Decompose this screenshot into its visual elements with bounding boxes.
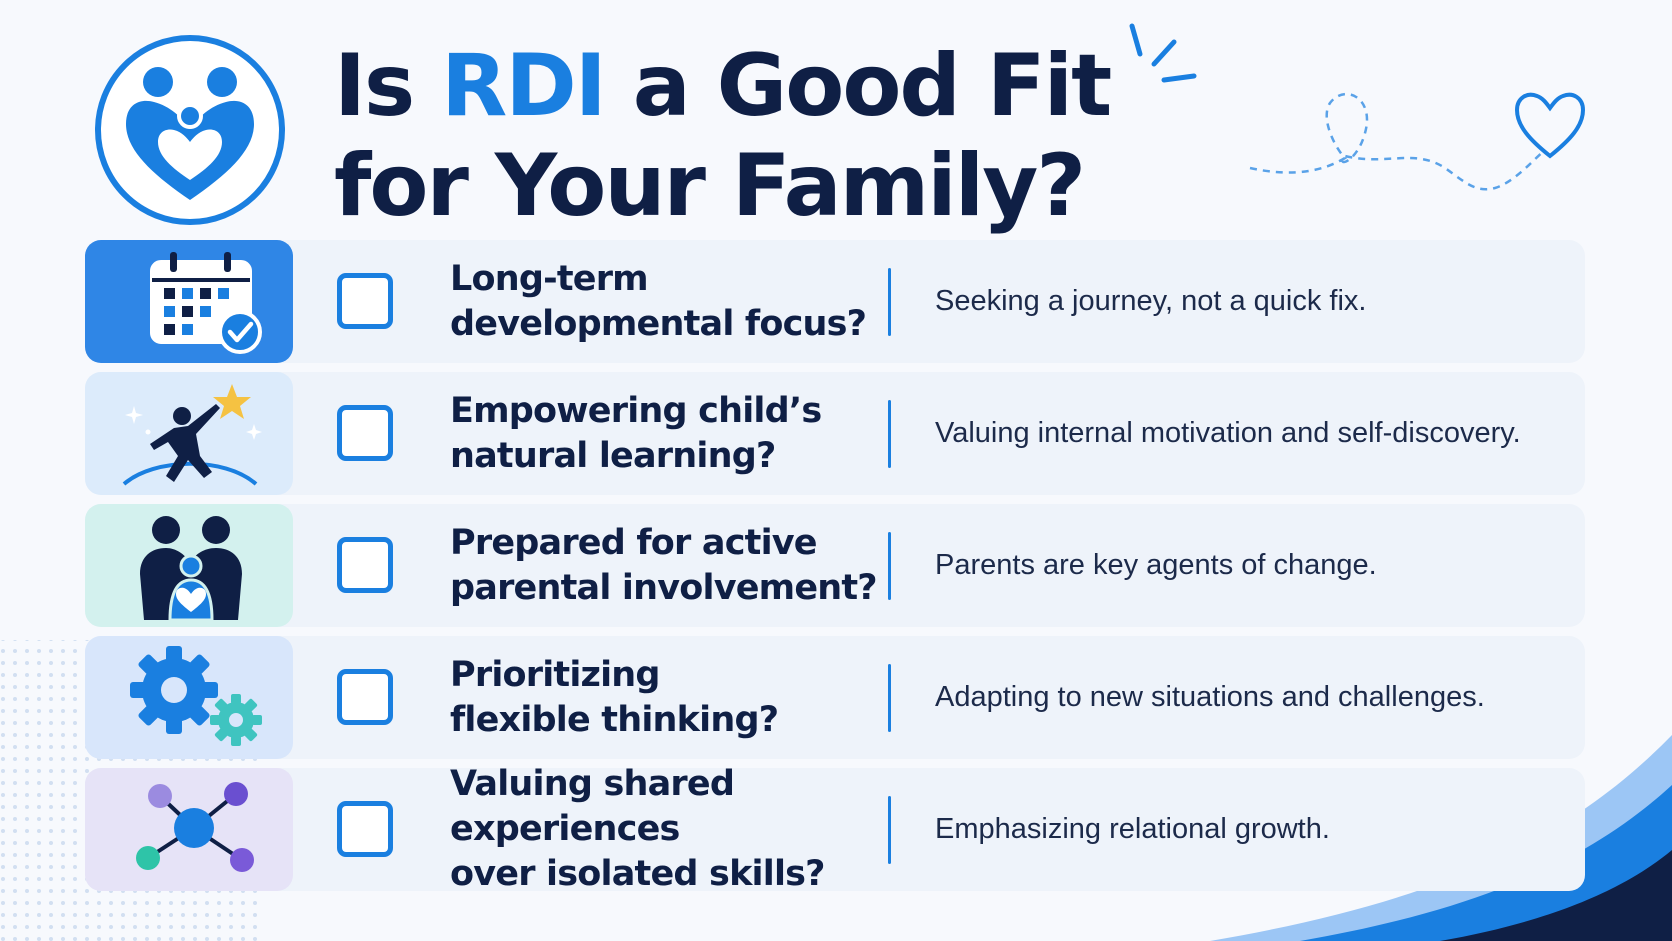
- question-text: Valuing shared experiences over isolated…: [450, 764, 825, 894]
- question-text: Empowering child’s natural learning?: [450, 390, 822, 476]
- checklist-row: Long-term developmental focus? Seeking a…: [85, 240, 1585, 363]
- divider: [888, 268, 891, 336]
- parents-child-heart-icon: [85, 504, 293, 627]
- dashed-heart-doodle-icon: [1249, 92, 1586, 191]
- checklist-row: Empowering child’s natural learning? Val…: [85, 372, 1585, 495]
- title-accent: RDI: [441, 36, 607, 136]
- checklist-row: Valuing shared experiences over isolated…: [85, 764, 1585, 894]
- divider: [888, 400, 891, 468]
- reach-for-star-icon: [85, 372, 293, 495]
- title-line2: for Your Family?: [334, 136, 1086, 236]
- sparkle-lines-icon: [1129, 23, 1197, 83]
- checkbox[interactable]: [337, 537, 393, 593]
- title-part2: a Good Fit: [604, 36, 1113, 136]
- question-text: Prepared for active parental involvement…: [450, 522, 878, 608]
- question-text: Prioritizing flexible thinking?: [450, 654, 779, 740]
- checklist-row: Prioritizing flexible thinking? Adapting…: [85, 636, 1585, 759]
- checklist-row: Prepared for active parental involvement…: [85, 504, 1585, 627]
- divider: [888, 664, 891, 732]
- answer-text: Valuing internal motivation and self-dis…: [935, 417, 1521, 449]
- answer-text: Adapting to new situations and challenge…: [935, 681, 1485, 713]
- checkbox[interactable]: [337, 405, 393, 461]
- checklist: Long-term developmental focus? Seeking a…: [85, 240, 1585, 900]
- divider: [888, 532, 891, 600]
- answer-text: Seeking a journey, not a quick fix.: [935, 285, 1367, 317]
- checkbox[interactable]: [337, 801, 393, 857]
- divider: [888, 796, 891, 864]
- checkbox[interactable]: [337, 273, 393, 329]
- page-title: Is RDI a Good Fit for Your Family?: [334, 36, 1113, 236]
- family-heart-icon: [95, 35, 285, 225]
- calendar-check-icon: [85, 240, 293, 363]
- answer-text: Emphasizing relational growth.: [935, 813, 1330, 845]
- title-part1: Is: [334, 36, 442, 136]
- gears-icon: [85, 636, 293, 759]
- answer-text: Parents are key agents of change.: [935, 549, 1377, 581]
- network-nodes-icon: [85, 768, 293, 891]
- checkbox[interactable]: [337, 669, 393, 725]
- question-text: Long-term developmental focus?: [450, 258, 867, 344]
